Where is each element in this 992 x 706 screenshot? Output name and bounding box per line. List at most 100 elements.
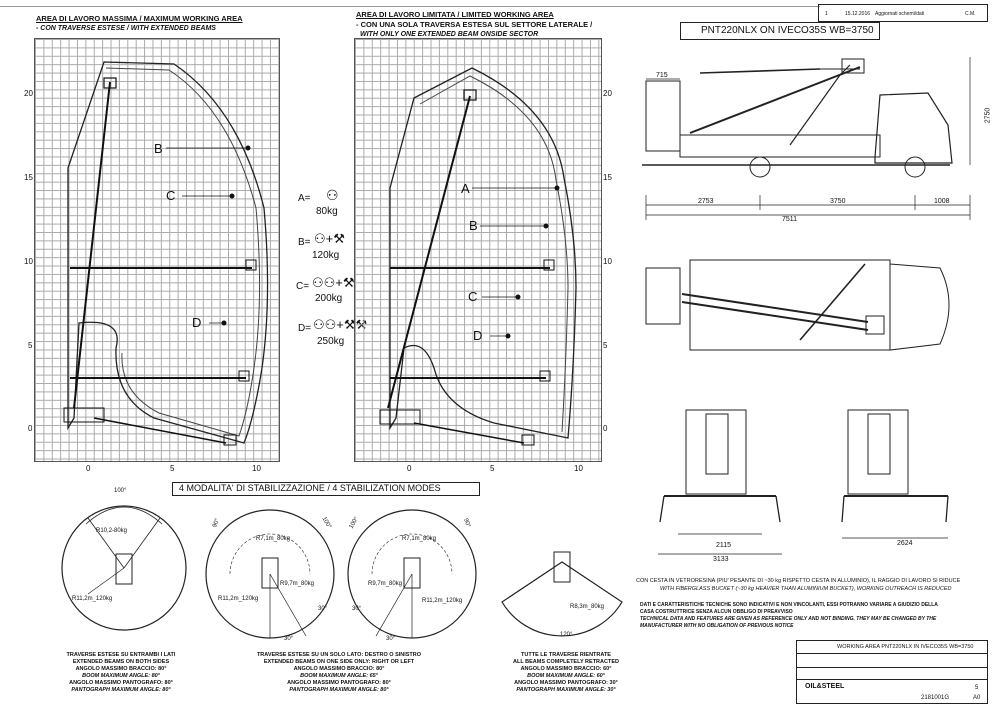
mode-4-footer-line-2: ALL BEAMS COMPLETELY RETRACTED (513, 659, 619, 665)
left-label-b: B (154, 141, 163, 156)
mode-2-3-footer-line-6: PANTOGRAPH MAXIMUM ANGLE: 80° (289, 687, 389, 693)
right-working-area-envelope (379, 67, 577, 446)
data-disclaimer: DATI E CARATTERISTICHE TECNICHE SONO IND… (640, 602, 984, 630)
mode-4-footer-line-5: ANGOLO MASSIMO PANTOGRAFO: 30° (514, 680, 618, 686)
mode-4-angle: 120° (560, 632, 573, 638)
right-chart-title: AREA DI LAVORO LIMITATA / LIMITED WORKIN… (356, 10, 554, 19)
machine-title: PNT220NLX ON IVECO35S WB=3750 (701, 25, 874, 36)
right-x-tick-0: 0 (407, 464, 412, 473)
mode-4-footer-line-1: TUTTE LE TRAVERSE RIENTRATE (521, 652, 611, 658)
top-ruler (0, 0, 820, 7)
dim-track-width: 2115 (716, 542, 732, 549)
load-d-value: 250kg (317, 336, 345, 347)
mode-1-footer-line-4: BOOM MAXIMUM ANGLE: 80° (82, 673, 160, 679)
dim-front: 1008 (934, 198, 950, 205)
truck-rear-view-retracted (841, 409, 949, 539)
mode-3-angle-c: 30° (352, 606, 362, 612)
stabilization-title: 4 MODALITA' DI STABILIZZAZIONE / 4 STABI… (179, 483, 441, 493)
dim-rear: 2753 (698, 198, 714, 205)
dim-wheelbase: 3750 (830, 198, 846, 205)
y-tick-10: 10 (24, 257, 33, 266)
mode-2-3-footer-line-1: TRAVERSE ESTESE SU UN SOLO LATO: DESTRO … (256, 652, 422, 658)
mode-1-footer: TRAVERSE ESTESE SU ENTRAMBI I LATI EXTEN… (46, 652, 196, 694)
right-x-tick-5: 5 (490, 464, 495, 473)
disclaimer-line-2: CASA COSTRUTTRICE SENZA ALCUN OBBLIGO DI… (640, 609, 793, 615)
right-y-tick-20: 20 (603, 89, 612, 98)
right-label-d: D (473, 328, 483, 343)
mode-2-3-footer-line-4: BOOM MAXIMUM ANGLE: 65° (300, 673, 378, 679)
revision-author: C.M. (965, 11, 976, 17)
dim-extended-width: 3133 (713, 556, 729, 563)
y-tick-20: 20 (24, 89, 33, 98)
right-y-tick-5: 5 (603, 341, 608, 350)
dim-retracted-width: 2624 (897, 540, 913, 547)
mode-2-3-footer-line-3: ANGOLO MASSIMO BRACCIO: 80° (293, 666, 385, 672)
right-chart-subtitle-1: - CON UNA SOLA TRAVERSA ESTESA SUL SETTO… (356, 20, 593, 29)
load-b-value: 120kg (312, 250, 340, 261)
drawing-code: 2181001G (921, 695, 950, 701)
right-y-tick-0: 0 (603, 424, 608, 433)
right-y-tick-15: 15 (603, 173, 612, 182)
mode-1-radius-2: R11,2m_120kg (72, 596, 113, 602)
stab-mode-4-diagram (501, 551, 623, 637)
y-tick-0: 0 (28, 424, 33, 433)
left-chart-title: AREA DI LAVORO MASSIMA / MAXIMUM WORKING… (36, 14, 243, 23)
truck-top-view (645, 259, 950, 351)
mode-1-radius-1: R10,2-80kg (96, 528, 128, 534)
left-label-d: D (192, 315, 202, 330)
person-tool-icon: ⚇+⚒ (314, 231, 345, 246)
mode-2-radius-1: R7,1m_80kg (256, 536, 291, 542)
truck-rear-view-extended (658, 409, 782, 555)
stab-mode-3-diagram (347, 509, 477, 639)
mode-4-footer-line-4: BOOM MAXIMUM ANGLE: 60° (527, 673, 605, 679)
mode-1-footer-line-1: TRAVERSE ESTESE SU ENTRAMBI I LATI (66, 652, 176, 658)
x-tick-0: 0 (86, 464, 91, 473)
mode-3-angle-d: 30° (386, 636, 396, 642)
mode-2-radius-3: R11,2m_120kg (218, 596, 259, 602)
stab-mode-1-diagram (61, 505, 187, 631)
disclaimer-line-4: MANUFACTURER WITH NO OBLIGATION OF PREVI… (640, 623, 794, 629)
drawing-title-block: WORKING AREA PNT220NLX IN IVECO35S WB=37… (796, 640, 988, 704)
mode-1-footer-line-3: ANGOLO MASSIMO BRACCIO: 80° (75, 666, 167, 672)
dim-total-length: 7511 (782, 216, 798, 223)
dim-height: 2750 (984, 107, 992, 124)
machine-title-box: PNT220NLX ON IVECO35S WB=3750 (680, 22, 880, 40)
mode-4-radius: R8,3m_80kg (570, 604, 605, 610)
company-logo: OIL&STEEL (805, 683, 845, 690)
dim-front-overhang: 715 (656, 72, 668, 79)
left-label-c: C (166, 188, 176, 203)
two-person-tool-icon: ⚇⚇+⚒ (312, 275, 355, 290)
mode-1-angle: 100° (114, 488, 127, 494)
mode-2-3-footer: TRAVERSE ESTESE SU UN SOLO LATO: DESTRO … (244, 652, 434, 694)
mode-1-footer-line-2: EXTENDED BEAMS ON BOTH SIDES (72, 659, 170, 665)
note-fiberglass-en: WITH FIBERGLASS BUCKET (~30 kg HEAVIER T… (660, 586, 952, 592)
mode-3-radius-2: R9,7m_80kg (368, 581, 403, 587)
mode-4-footer-line-6: PANTOGRAPH MAXIMUM ANGLE: 30° (516, 687, 616, 693)
load-a-key: A= (298, 193, 311, 204)
mode-2-angle-c: 30° (318, 606, 328, 612)
revision-block: 1 15.12.2016 Aggiornati schemi/dati C.M. (818, 4, 988, 22)
mode-3-radius-1: R7,1m_80kg (402, 536, 437, 542)
mode-4-footer-line-3: ANGOLO MASSIMO BRACCIO: 60° (520, 666, 612, 672)
sheet-number: 5 (975, 685, 979, 691)
person-icon: ⚇ (326, 187, 339, 203)
drawing-name: WORKING AREA PNT220NLX IN IVECO35S WB=37… (837, 644, 974, 650)
mode-2-radius-2: R9,7m_80kg (280, 581, 315, 587)
two-person-tools-icon: ⚇⚇+⚒⚒ (313, 317, 368, 332)
load-d-key: D= (298, 323, 312, 334)
mode-2-3-footer-line-2: EXTENDED BEAMS ON ONE SIDE ONLY: RIGHT O… (263, 659, 415, 665)
mode-1-footer-line-6: PANTOGRAPH MAXIMUM ANGLE: 80° (71, 687, 171, 693)
paper-format: A0 (973, 695, 981, 701)
y-tick-5: 5 (28, 341, 33, 350)
stab-mode-2-diagram (205, 509, 335, 639)
truck-side-view (642, 57, 971, 220)
revision-number: 1 (825, 11, 828, 17)
disclaimer-line-3: TECHNICAL DATA AND FEATURES ARE GIVEN AS… (640, 616, 937, 622)
stabilization-title-box: 4 MODALITA' DI STABILIZZAZIONE / 4 STABI… (172, 482, 480, 496)
mode-2-angle-d: 30° (284, 636, 294, 642)
right-label-a: A (461, 181, 470, 196)
right-label-c: C (468, 289, 478, 304)
right-x-tick-10: 10 (574, 464, 583, 473)
mode-4-footer: TUTTE LE TRAVERSE RIENTRATE ALL BEAMS CO… (496, 652, 636, 694)
load-a-value: 80kg (316, 206, 338, 217)
